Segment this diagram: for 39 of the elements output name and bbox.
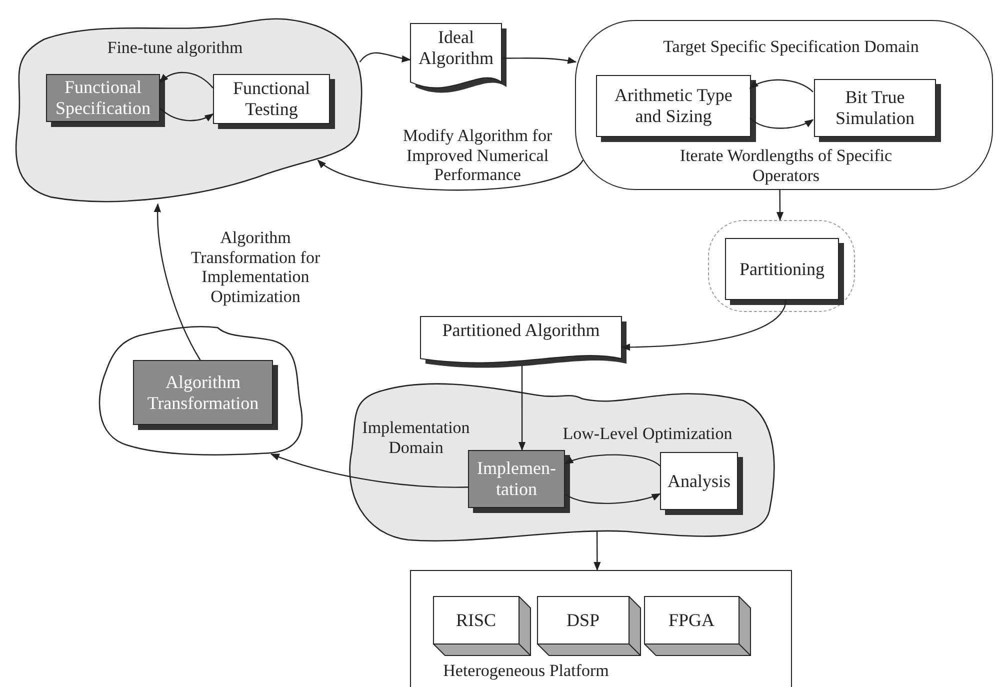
node-text: Bit True Simulation xyxy=(834,87,916,129)
edge-label: Modify Algorithm for Improved Numerical Performance xyxy=(402,126,552,184)
arrow xyxy=(317,160,584,191)
node-text: Iterate Wordlengths of Specific Operators xyxy=(680,146,892,185)
node-text: Ideal Algorithm xyxy=(418,27,494,68)
node-text: Algorithm Transformation xyxy=(146,372,260,414)
arrow xyxy=(594,531,601,571)
node-text: Functional Specification xyxy=(54,77,152,119)
node-text: Implemen- tation xyxy=(476,458,557,500)
arrow xyxy=(502,57,577,64)
arrow xyxy=(621,298,787,351)
node-text: Target Specific Specification Domain xyxy=(663,37,919,56)
node-text: DSP xyxy=(566,608,600,632)
node-text: Low-Level Optimization xyxy=(562,424,732,443)
node-text: Analysis xyxy=(668,470,730,492)
arrow xyxy=(270,453,468,488)
arrow xyxy=(518,366,526,451)
dashed-rounded-box xyxy=(708,220,855,312)
arrow xyxy=(564,454,660,466)
domain-rounded-box xyxy=(575,20,993,190)
arrow xyxy=(154,203,201,360)
node-text: Functional Testing xyxy=(232,78,311,120)
platform-box xyxy=(410,570,792,687)
arrow xyxy=(750,118,814,129)
node-text: Implementation Domain xyxy=(362,418,470,457)
arrow xyxy=(359,52,411,62)
node-text: Heterogeneous Platform xyxy=(443,661,609,680)
arrow xyxy=(749,79,814,92)
arrow xyxy=(160,108,214,122)
arrow xyxy=(776,190,784,221)
node-text: Fine-tune algorithm xyxy=(107,38,243,57)
node-text: Arithmetic Type and Sizing xyxy=(614,85,734,127)
node-text: FPGA xyxy=(668,608,715,632)
arrow xyxy=(564,493,661,504)
node-text: Partitioned Algorithm xyxy=(442,320,600,340)
edge-label: Algorithm Transformation for Implementation Optimization xyxy=(190,228,320,306)
node-text: Partitioning xyxy=(740,258,824,280)
node-text: RISC xyxy=(456,608,496,632)
arrow xyxy=(159,72,214,88)
